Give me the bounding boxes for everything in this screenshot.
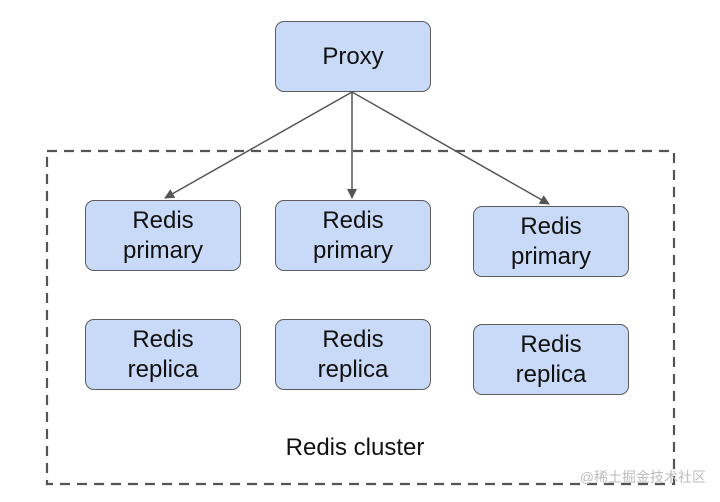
replica-1-line2: replica	[127, 355, 199, 383]
primary-3-line1: Redis	[520, 212, 582, 240]
redis-replica-node-2: Redis replica	[275, 319, 431, 390]
primary-2-line1: Redis	[322, 206, 384, 234]
primary-1-line2: primary	[122, 236, 203, 264]
redis-primary-node-2: Redis primary	[275, 200, 431, 271]
redis-primary-node-1: Redis primary	[85, 200, 241, 271]
redis-cluster-boundary	[45, 149, 676, 486]
redis-replica-node-3: Redis replica	[473, 324, 629, 395]
watermark-text: @稀土掘金技术社区	[579, 469, 706, 485]
primary-3-line2: primary	[510, 242, 591, 270]
redis-cluster-label: Redis cluster	[285, 434, 425, 461]
replica-3-line2: replica	[515, 360, 587, 388]
replica-3-line1: Redis	[520, 330, 582, 358]
primary-2-line2: primary	[312, 236, 393, 264]
replica-2-line1: Redis	[322, 325, 384, 353]
redis-primary-node-3: Redis primary	[473, 206, 629, 277]
proxy-node: Proxy	[275, 21, 431, 92]
primary-1-line1: Redis	[132, 206, 194, 234]
arrow-proxy-to-primary-3	[351, 91, 550, 205]
proxy-label: Proxy	[322, 42, 384, 70]
replica-2-line2: replica	[317, 355, 389, 383]
arrow-proxy-to-primary-1	[164, 91, 353, 199]
replica-1-line1: Redis	[132, 325, 194, 353]
redis-replica-node-1: Redis replica	[85, 319, 241, 390]
